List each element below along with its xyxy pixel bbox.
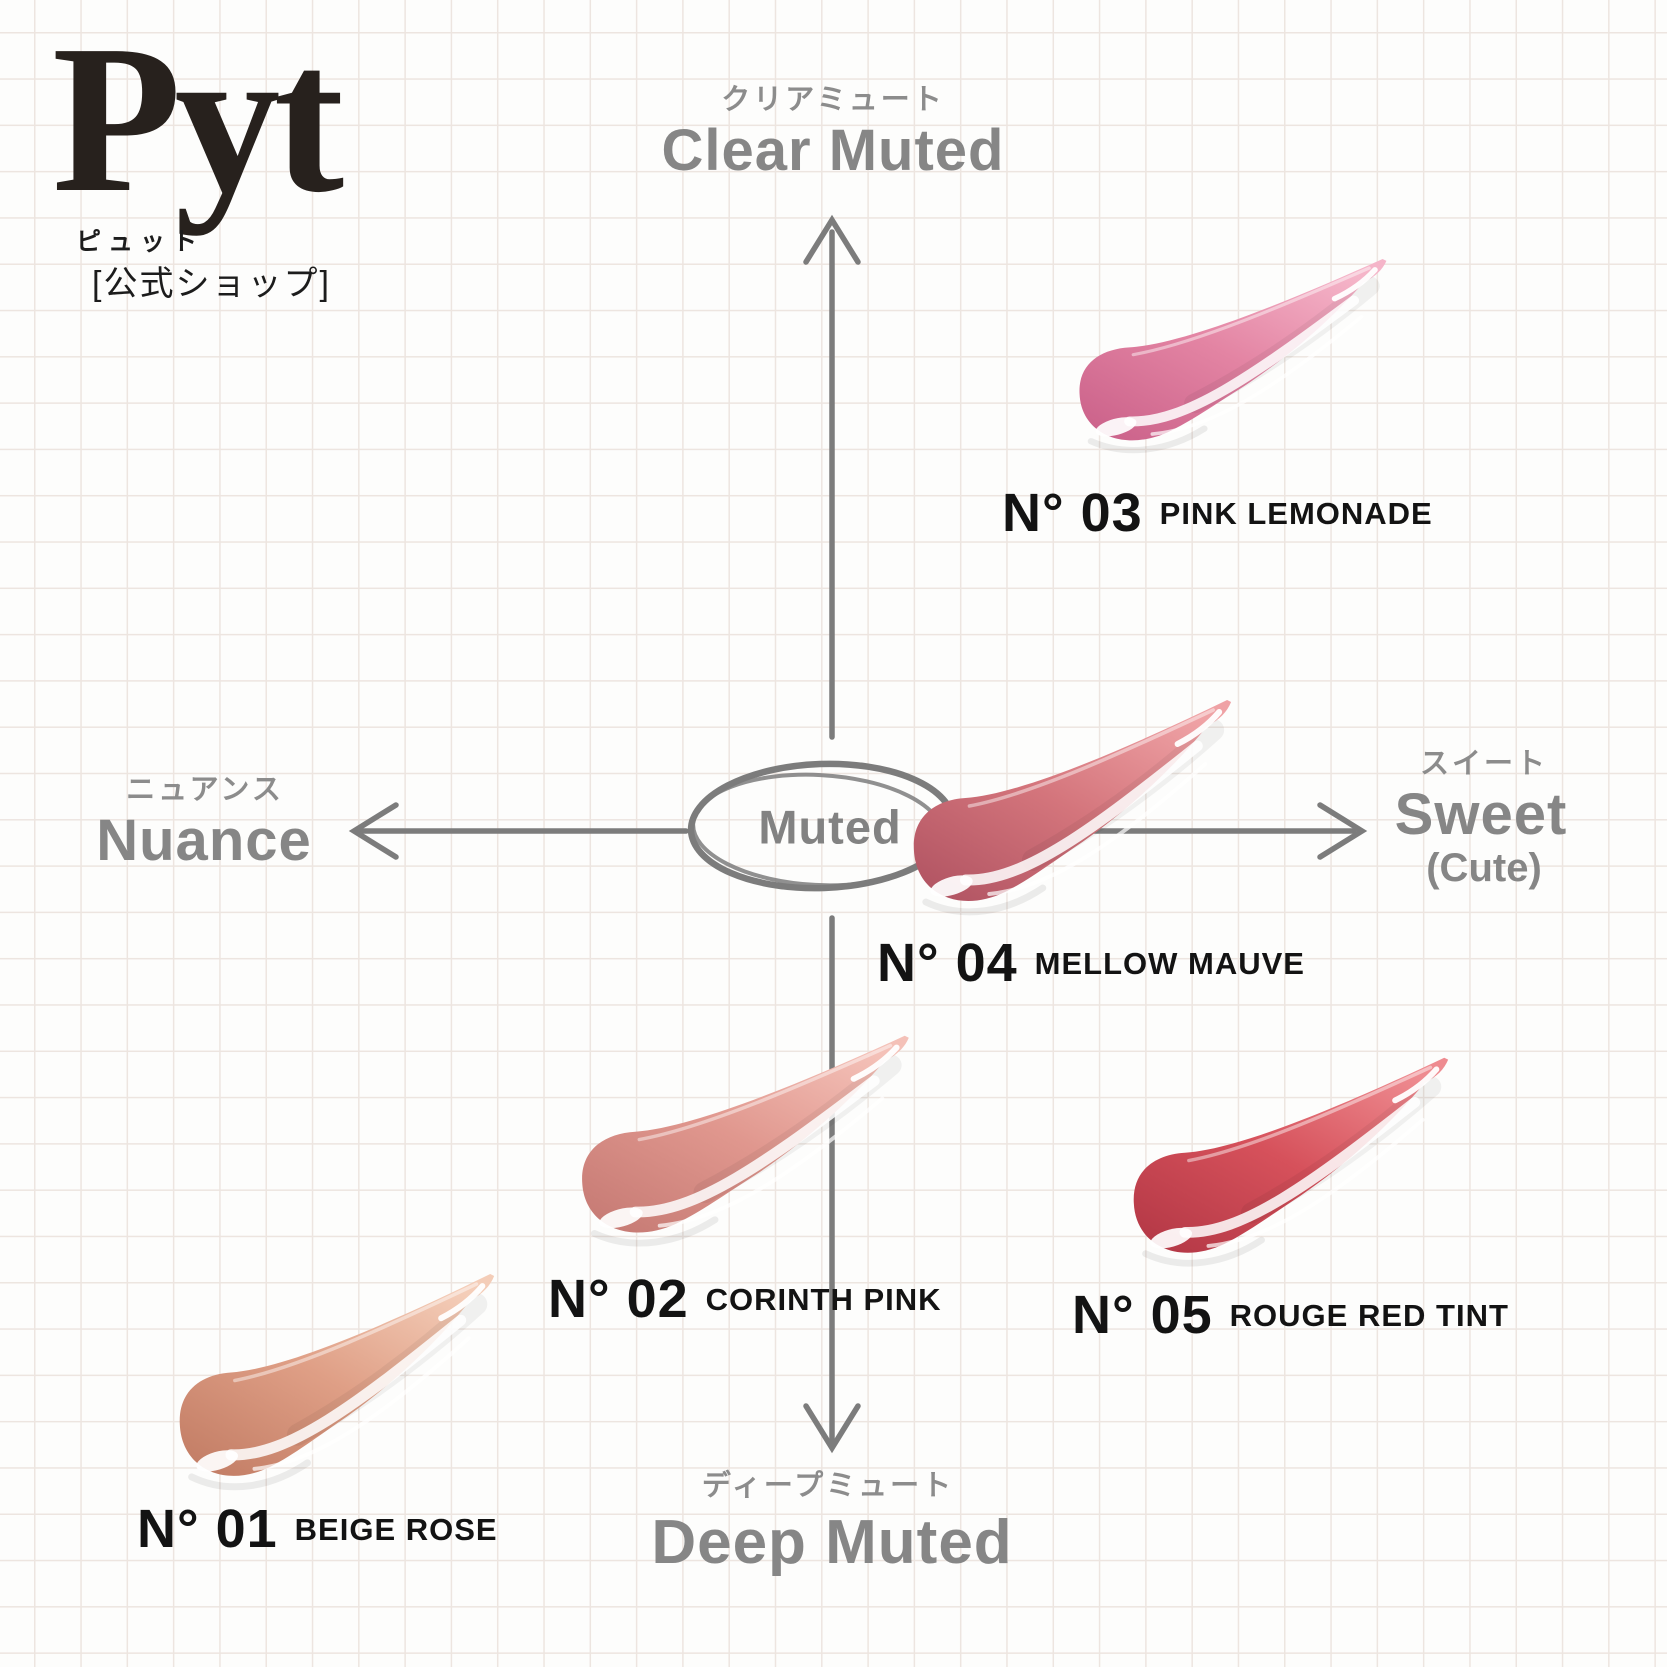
swatch-image xyxy=(913,690,1232,925)
axis-bottom-label: Deep Muted xyxy=(651,1508,1013,1577)
swatch-beige-rose xyxy=(170,1264,504,1500)
product-name: CORINTH PINK xyxy=(705,1281,942,1317)
official-shop-badge: [公式ショップ] xyxy=(92,265,331,303)
swatch-rouge-red-tint xyxy=(1124,1048,1458,1276)
axis-bottom-kana: ディープミュート xyxy=(701,1470,955,1502)
brand-logo-kana: ピュット xyxy=(76,228,205,256)
axis-top-kana: クリアミュート xyxy=(721,84,945,116)
product-name: MELLOW MAUVE xyxy=(1034,945,1305,981)
swatch-image xyxy=(1133,1048,1449,1276)
brand-logo-block: Pyt xyxy=(52,1,344,236)
arrow-right-icon xyxy=(1317,802,1368,860)
product-label-04: N° 04 MELLOW MAUVE xyxy=(877,936,1305,990)
swatch-image xyxy=(582,1026,909,1256)
product-name: BEIGE ROSE xyxy=(294,1511,498,1547)
axis-right-label: Sweet xyxy=(1394,782,1568,847)
axis-right-kana: スイート xyxy=(1419,748,1549,780)
product-name: PINK LEMONADE xyxy=(1159,495,1433,531)
arrow-down-icon xyxy=(803,1403,861,1454)
product-number: N° 05 xyxy=(1072,1285,1213,1345)
product-name: ROUGE RED TINT xyxy=(1229,1297,1509,1333)
swatch-pink-lemonade xyxy=(1070,250,1396,462)
product-label-03: N° 03 PINK LEMONADE xyxy=(1002,486,1433,540)
muted-center-label: Muted xyxy=(758,800,902,854)
product-number: N° 01 xyxy=(137,1499,278,1559)
swatch-image xyxy=(179,1264,495,1500)
product-label-05: N° 05 ROUGE RED TINT xyxy=(1072,1288,1509,1342)
axis-left-kana: ニュアンス xyxy=(126,774,284,806)
axis-right-sublabel: (Cute) xyxy=(1426,846,1542,890)
arrow-up-icon xyxy=(803,214,861,265)
axis-left-label: Nuance xyxy=(96,808,312,873)
product-number: N° 03 xyxy=(1002,483,1143,543)
product-number: N° 04 xyxy=(877,933,1018,993)
swatch-image xyxy=(1079,250,1387,462)
swatch-mellow-mauve xyxy=(904,690,1241,925)
brand-logo: Pyt xyxy=(52,1,344,236)
product-label-02: N° 02 CORINTH PINK xyxy=(548,1272,942,1326)
swatch-corinth-pink xyxy=(572,1026,919,1256)
product-label-01: N° 01 BEIGE ROSE xyxy=(137,1502,498,1556)
product-number: N° 02 xyxy=(548,1269,689,1329)
arrow-left-icon xyxy=(348,802,399,860)
axis-top-label: Clear Muted xyxy=(661,118,1005,183)
